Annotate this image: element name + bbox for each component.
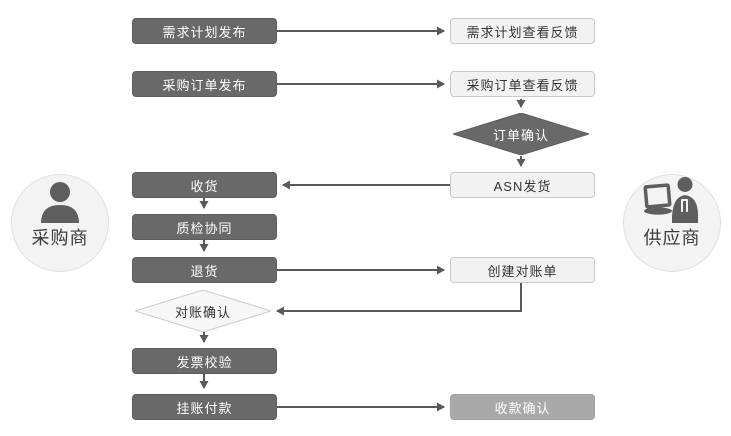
- actor-buyer-label: 采购商: [31, 228, 89, 248]
- node-po-publish: 采购订单发布: [132, 71, 277, 97]
- node-order-confirm-diamond: 订单确认: [453, 113, 589, 155]
- actor-supplier: 供应商: [623, 174, 721, 272]
- person-icon: [41, 182, 79, 223]
- node-receipt-confirm: 收款确认: [450, 394, 595, 420]
- node-payment-on-account: 挂账付款: [132, 394, 277, 420]
- node-invoice-check: 发票校验: [132, 348, 277, 374]
- actor-supplier-label: 供应商: [643, 228, 701, 248]
- node-quality-collab: 质检协同: [132, 214, 277, 240]
- diamond-label: 订单确认: [492, 127, 549, 143]
- person-with-laptop-icon: [643, 177, 698, 223]
- diamond-shape: [135, 290, 271, 332]
- node-po-feedback: 采购订单查看反馈: [450, 71, 595, 97]
- node-demand-plan-publish: 需求计划发布: [132, 18, 277, 44]
- node-statement-confirm-diamond: 对账确认: [135, 290, 271, 332]
- node-return-goods: 退货: [132, 257, 277, 283]
- diamond-shape: [453, 113, 589, 155]
- node-create-statement: 创建对账单: [450, 257, 595, 283]
- node-receive-goods: 收货: [132, 172, 277, 198]
- diamond-label: 对账确认: [174, 304, 231, 320]
- node-demand-plan-feedback: 需求计划查看反馈: [450, 18, 595, 44]
- actor-buyer: 采购商: [11, 174, 109, 272]
- node-asn-ship: ASN发货: [450, 172, 595, 198]
